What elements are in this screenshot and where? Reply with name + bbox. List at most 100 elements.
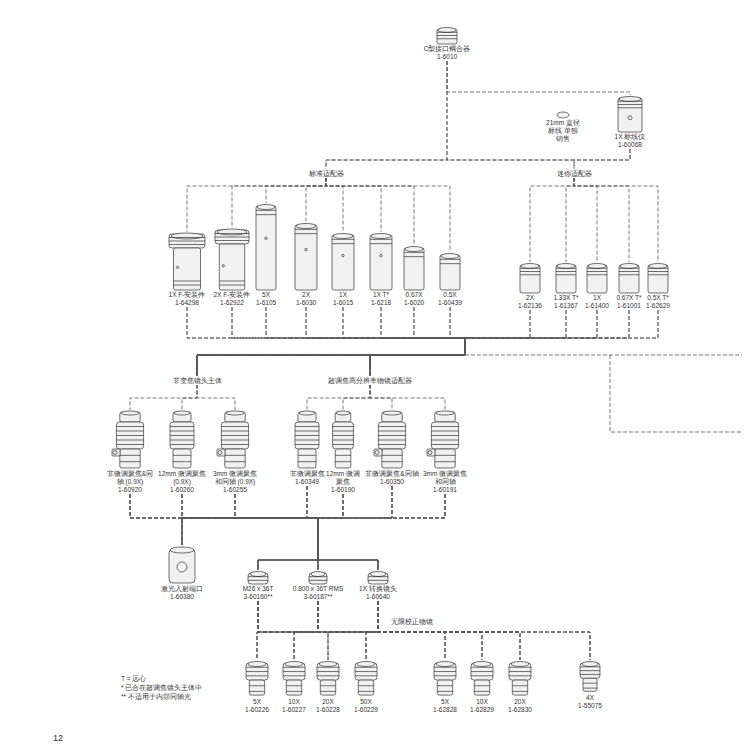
component-drawing xyxy=(365,410,419,470)
connector xyxy=(130,494,318,570)
connector xyxy=(258,601,445,660)
component: 1X1-6015 xyxy=(328,232,358,307)
part-name: 1.33X T* xyxy=(549,294,583,302)
connector xyxy=(197,310,530,376)
group-title: 标准适配器 xyxy=(309,169,344,178)
component-drawing xyxy=(291,222,321,291)
connector xyxy=(318,486,392,570)
connector xyxy=(378,601,482,660)
part-number: 1-60191 xyxy=(420,486,470,494)
connector xyxy=(257,601,378,660)
component-drawing xyxy=(290,570,346,585)
part-number: 1-6218 xyxy=(366,299,396,307)
part-number: 1-61400 xyxy=(582,302,612,310)
component: C型接口耦合器1-6010 xyxy=(422,26,472,61)
connector xyxy=(307,385,370,411)
part-name: 3mm 微调聚焦和同轴 xyxy=(420,470,470,486)
connector xyxy=(197,307,465,376)
component: 0.5X T*1-62629 xyxy=(643,262,673,310)
connector xyxy=(574,178,629,263)
part-number: 1-60380 xyxy=(159,593,205,601)
connector xyxy=(318,601,482,660)
component-drawing xyxy=(349,660,383,698)
connector xyxy=(378,601,445,660)
connector xyxy=(370,307,465,376)
connector xyxy=(318,494,445,570)
component: 20X1-60228 xyxy=(311,660,345,714)
connector xyxy=(370,385,445,411)
part-name: 1X xyxy=(328,291,358,299)
part-name: 1X xyxy=(582,294,612,302)
part-name: 2X xyxy=(291,291,321,299)
part-number: 1-60920 xyxy=(105,486,155,494)
component-drawing xyxy=(210,228,254,291)
connector xyxy=(378,601,520,660)
connector xyxy=(318,494,445,570)
part-number: 1-60068 xyxy=(610,141,650,149)
component: 1.33X T*1-61367 xyxy=(549,262,583,310)
connector xyxy=(318,601,328,660)
component: 5X1-60226 xyxy=(240,660,274,714)
component-drawing xyxy=(236,570,280,585)
part-number: 1-60439 xyxy=(435,299,465,307)
component-drawing xyxy=(366,232,396,291)
connector xyxy=(182,494,343,545)
part-name: 12mm 微调聚焦 (0.9X) xyxy=(157,470,207,486)
connector xyxy=(197,310,629,376)
part-name: 非微调聚焦&同轴 xyxy=(365,470,419,478)
part-number: 1-6020 xyxy=(399,299,429,307)
connector xyxy=(197,307,465,376)
part-name: 0.5X xyxy=(435,291,465,299)
connector xyxy=(258,494,445,570)
connector xyxy=(266,178,326,204)
part-name: 20X xyxy=(311,698,345,706)
connector xyxy=(318,601,445,660)
connector xyxy=(235,494,318,570)
connector xyxy=(197,385,235,411)
bus-line xyxy=(465,355,742,356)
part-number: 1-60349 xyxy=(289,478,325,486)
component: 1X 标线仪1-60068 xyxy=(610,95,650,149)
legend-note: ** 不适用于内部同轴光 xyxy=(120,693,192,701)
connector xyxy=(232,178,326,229)
connector xyxy=(378,601,590,660)
connector xyxy=(294,601,378,660)
component-drawing xyxy=(549,262,583,294)
component-drawing xyxy=(325,410,361,470)
connector xyxy=(182,494,318,570)
connector xyxy=(182,494,235,545)
component-drawing xyxy=(514,262,546,294)
connector xyxy=(182,385,197,411)
connector xyxy=(294,601,318,660)
part-number: 1-62136 xyxy=(514,302,546,310)
component-drawing xyxy=(159,545,205,585)
part-name: 3mm 微调聚焦和同轴 (0.9X) xyxy=(210,470,260,486)
connector xyxy=(258,601,366,660)
connector xyxy=(326,178,414,246)
connector xyxy=(318,601,366,660)
connector xyxy=(370,310,629,376)
group-heading: 非变焦镜头主体 xyxy=(171,376,224,385)
part-number: 1-6015 xyxy=(328,299,358,307)
part-number: 1-62829 xyxy=(465,706,499,714)
part-number: 1-60227 xyxy=(277,706,311,714)
part-number: 1-62629 xyxy=(643,302,673,310)
component-drawing xyxy=(164,232,210,291)
component-drawing xyxy=(157,410,207,470)
part-number: 1-55075 xyxy=(573,702,607,710)
connector xyxy=(182,494,318,570)
component: 3mm 微调聚焦和同轴 (0.9X)1-60255 xyxy=(210,410,260,494)
group-title: 迷你适配器 xyxy=(557,169,592,178)
connector xyxy=(197,307,465,376)
component: 50X1-60229 xyxy=(349,660,383,714)
component: 12mm 微调聚焦1-60190 xyxy=(325,410,361,494)
connector xyxy=(258,486,318,570)
part-name: 1X 转换镜头 xyxy=(356,585,400,593)
part-name: 50X xyxy=(349,698,383,706)
component-drawing xyxy=(311,660,345,698)
connector xyxy=(370,307,465,376)
part-number: 1-60190 xyxy=(325,486,361,494)
part-name: 12mm 微调聚焦 xyxy=(325,470,361,486)
part-name: 1X 标线仪 xyxy=(610,133,650,141)
connector xyxy=(182,486,392,545)
